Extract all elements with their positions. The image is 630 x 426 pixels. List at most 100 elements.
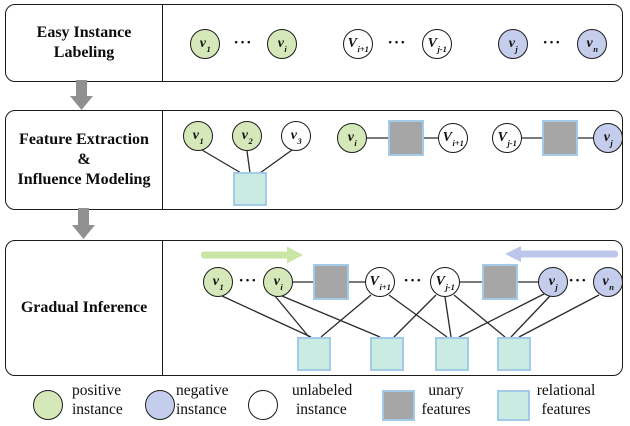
relational-feature-square	[370, 337, 404, 371]
step-arrow-2-icon	[72, 208, 95, 239]
node-vn: vn	[593, 267, 623, 297]
node-sub: 1	[219, 282, 224, 293]
legend-line: instance	[176, 401, 227, 418]
ellipsis: ···	[542, 34, 562, 52]
unary-feature-square	[482, 264, 518, 300]
relational-feature-square	[233, 172, 267, 206]
node-vn: vn	[577, 29, 607, 59]
node-sub: n	[593, 44, 598, 55]
node-vi: vi	[263, 267, 293, 297]
node-sub: i	[354, 138, 357, 149]
ellipsis: ···	[387, 34, 407, 52]
node-label: v	[586, 36, 593, 52]
stage1-line2: Labeling	[53, 44, 115, 61]
legend-relational-label: relational features	[531, 381, 601, 419]
legend-line: relational	[536, 382, 596, 399]
node-vi: vi	[267, 29, 297, 59]
node-label: v	[347, 130, 354, 146]
legend-negative-icon	[145, 390, 175, 420]
legend-line: features	[541, 401, 591, 418]
legend-line: instance	[296, 401, 347, 418]
node-label: v	[273, 274, 280, 290]
stage-row-gradual-inference: Gradual Inference	[5, 240, 623, 376]
node-sub: 1	[199, 136, 204, 147]
forward-arrow-icon	[201, 246, 303, 264]
ellipsis: ···	[233, 34, 253, 52]
node-label: V	[347, 36, 357, 52]
legend-line: unlabeled	[292, 382, 353, 399]
step-arrow-1-icon	[70, 80, 93, 110]
node-label: V	[435, 274, 445, 290]
node-label: v	[603, 130, 610, 146]
node-label: V	[497, 130, 507, 146]
node-label: v	[548, 274, 555, 290]
node-sub: j	[555, 282, 558, 293]
node-label: V	[369, 274, 379, 290]
node-sub: 1	[206, 44, 211, 55]
backward-arrow-icon	[505, 246, 618, 262]
relational-feature-square	[497, 337, 531, 371]
node-vj1: Vj-1	[422, 29, 452, 59]
legend-relational-icon	[497, 390, 530, 421]
node-sub: i	[284, 44, 287, 55]
node-label: v	[241, 128, 248, 144]
node-vi1: Vi+1	[365, 267, 395, 297]
node-label: v	[192, 128, 199, 144]
ellipsis: ···	[403, 272, 423, 290]
stage2-line3: Influence Modeling	[17, 171, 151, 188]
node-sub: j	[610, 138, 613, 149]
node-sub: n	[609, 282, 614, 293]
legend-positive-label: positive instance	[72, 381, 123, 419]
legend-line: instance	[72, 401, 123, 418]
node-label: v	[199, 36, 206, 52]
legend-line: unary	[428, 382, 464, 399]
node-sub: j	[515, 44, 518, 55]
legend-positive-icon	[33, 390, 63, 420]
stage-row-easy-labeling: Easy Instance Labeling	[5, 4, 623, 82]
node-sub: 3	[297, 136, 302, 147]
node-vj: vj	[593, 123, 623, 153]
node-sub: j-1	[507, 138, 517, 149]
legend-unary-icon	[382, 390, 415, 421]
node-vi1: Vi+1	[438, 123, 468, 153]
node-vi: vi	[337, 123, 367, 153]
unary-feature-square	[542, 120, 578, 156]
node-label: v	[212, 274, 219, 290]
stage2-line1: Feature Extraction	[19, 131, 149, 148]
node-label: V	[427, 36, 437, 52]
stage-label-easy-labeling: Easy Instance Labeling	[6, 5, 163, 81]
node-sub: i+1	[379, 282, 391, 293]
row3-factor-edges	[221, 293, 600, 338]
stage3-line1: Gradual Inference	[20, 299, 148, 316]
ellipsis: ···	[568, 272, 588, 290]
node-v2: v2	[232, 121, 262, 151]
stage2-line2: &	[77, 151, 91, 168]
legend-line: positive	[72, 382, 122, 399]
node-v1: v1	[203, 267, 233, 297]
node-v1: v1	[183, 121, 213, 151]
node-vi1: Vi+1	[343, 29, 373, 59]
node-label: V	[442, 130, 452, 146]
node-vj: vj	[538, 267, 568, 297]
node-sub: 2	[248, 136, 253, 147]
legend-line: features	[421, 401, 471, 418]
legend-unlabeled-icon	[248, 390, 278, 420]
unary-feature-square	[388, 120, 424, 156]
node-sub: j-1	[445, 282, 455, 293]
row2-relational-edges	[201, 149, 293, 174]
unary-feature-square	[313, 264, 349, 300]
stage1-line1: Easy Instance	[36, 24, 132, 41]
stage-row-feature-extraction: Feature Extraction & Influence Modeling	[5, 110, 623, 210]
stage-label-gradual-inference: Gradual Inference	[6, 241, 163, 375]
node-sub: i+1	[357, 44, 369, 55]
node-label: v	[277, 36, 284, 52]
legend-unary-label: unary features	[416, 381, 476, 419]
node-vj1: Vj-1	[430, 267, 460, 297]
node-label: v	[602, 274, 609, 290]
node-label: v	[290, 128, 297, 144]
relational-feature-square	[435, 337, 469, 371]
node-sub: j-1	[437, 44, 447, 55]
node-vj: vj	[498, 29, 528, 59]
